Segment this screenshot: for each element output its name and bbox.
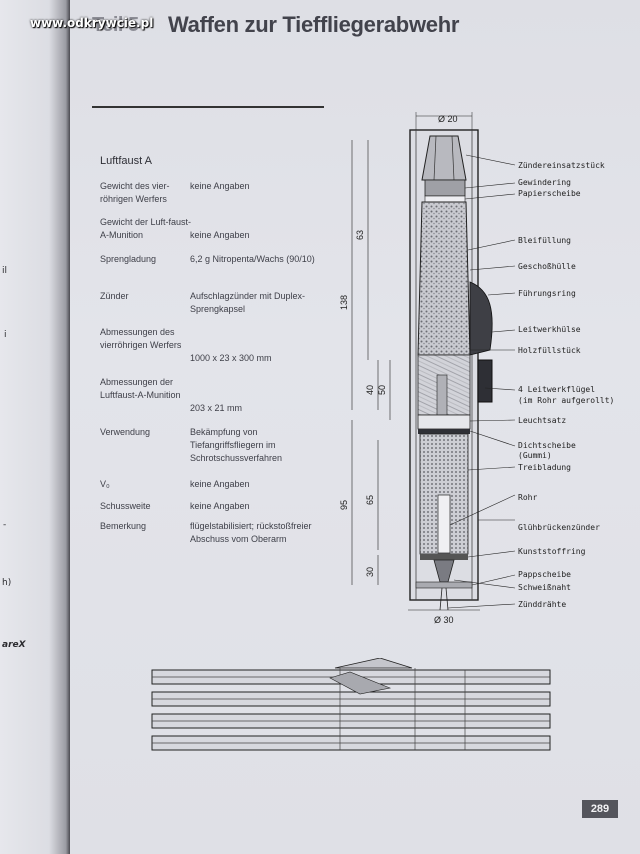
dimension-label: 65 <box>365 495 375 505</box>
section-title: Luftfaust A <box>100 155 152 167</box>
spec-value: Bekämpfung von Tiefangriffsfliegern im S… <box>190 427 283 463</box>
part-label: Rohr <box>518 493 537 502</box>
sealing-disc <box>418 429 470 434</box>
part-label: Schweißnaht <box>518 583 571 592</box>
part-label: Geschoßhülle <box>518 262 576 271</box>
part-label: Dichtscheibe <box>518 441 576 450</box>
gutter-mark: i <box>4 330 7 340</box>
part-label: Kunststoffring <box>518 547 586 556</box>
spec-label: Sprengladung <box>100 254 157 264</box>
part-label: Zündereinsatzstück <box>518 161 605 170</box>
paper-disc <box>424 195 466 203</box>
dimension-label: 138 <box>339 295 349 310</box>
spec-label: Verwendung <box>100 427 151 437</box>
part-label: Leuchtsatz <box>518 416 566 425</box>
part-label: Führungsring <box>518 289 576 298</box>
part-label: Pappscheibe <box>518 570 571 579</box>
dimension-label: 30 <box>365 567 375 577</box>
gutter-mark: areX <box>2 640 26 650</box>
part-label: Papierscheibe <box>518 189 581 198</box>
dimension-label: 40 <box>365 385 375 395</box>
dimension-label: 50 <box>377 385 387 395</box>
part-label: (Gummi) <box>518 451 552 460</box>
spec-value: keine Angaben <box>190 501 250 511</box>
page-title: Waffen zur Tieffliegerabwehr <box>168 12 460 37</box>
tracer <box>417 414 471 430</box>
four-tube-launcher-drawing <box>151 658 551 751</box>
spec-label: Bemerkung <box>100 521 147 531</box>
watermark: www.odkrywcie.pl <box>30 16 154 30</box>
header-rule <box>92 106 324 108</box>
spec-value: flügelstabilisiert; rückstoßfreier Absch… <box>190 521 312 544</box>
spec-value: 6,2 g Nitropenta/Wachs (90/10) <box>190 254 315 264</box>
chapter-prefix: Teil 5 <box>92 14 139 36</box>
part-label: Treibladung <box>518 463 571 472</box>
spec-value: 203 x 21 mm <box>190 403 243 413</box>
spec-value: Aufschlagzünder mit Duplex-Sprengkapsel <box>190 291 306 314</box>
part-label: Holzfüllstück <box>518 346 581 355</box>
left-page-gutter: il i - h) areX <box>0 0 70 854</box>
fin-sleeve <box>477 359 493 403</box>
spec-value: keine Angaben <box>190 230 250 240</box>
spec-label: Abmessungen der Luftfaust-A-Munition <box>100 377 181 400</box>
dimension-label: 95 <box>339 500 349 510</box>
spec-label: Abmessungen des vierröhrigen Werfers <box>100 327 182 350</box>
launcher-sight <box>334 658 413 669</box>
gutter-mark: il <box>2 266 8 276</box>
cardboard-disc <box>415 581 473 589</box>
spec-value: keine Angaben <box>190 181 250 191</box>
spec-label: Gewicht der Luft-faust-A-Munition <box>100 217 192 240</box>
page-number: 289 <box>582 800 618 818</box>
part-label: Zünddrähte <box>518 600 566 609</box>
fuze-insert <box>421 135 467 181</box>
lead-filling <box>417 201 471 356</box>
spec-label: Gewicht des vier-röhrigen Werfers <box>100 181 170 204</box>
part-label: Glühbrückenzünder <box>518 523 600 532</box>
gutter-mark: - <box>3 520 7 530</box>
dimension-label: 63 <box>355 230 365 240</box>
part-label: Leitwerkhülse <box>518 325 581 334</box>
part-label: Gewindering <box>518 178 571 187</box>
top-diameter-label: Ø 20 <box>438 114 458 124</box>
spec-label: Zünder <box>100 291 129 301</box>
spec-value: keine Angaben <box>190 479 250 489</box>
part-label: 4 Leitwerkflügel <box>518 385 595 394</box>
part-label: Bleifüllung <box>518 236 571 245</box>
spec-label: Schussweite <box>100 501 151 511</box>
ignition-wires <box>439 587 443 611</box>
part-label: (im Rohr aufgerollt) <box>518 396 614 405</box>
threaded-ring <box>424 179 466 197</box>
spec-value: 1000 x 23 x 300 mm <box>190 353 272 363</box>
bottom-diameter-label: Ø 30 <box>434 615 454 625</box>
spec-label: V₀ <box>100 479 110 489</box>
plastic-ring <box>420 554 468 560</box>
projectile-cross-section-drawing: Ø 20 Ø 30 63 138 50 40 95 65 30 Zünderei… <box>339 112 614 625</box>
book-page <box>70 0 640 854</box>
igniter <box>437 494 451 554</box>
gutter-mark: h) <box>2 578 12 588</box>
driving-band <box>469 281 493 356</box>
